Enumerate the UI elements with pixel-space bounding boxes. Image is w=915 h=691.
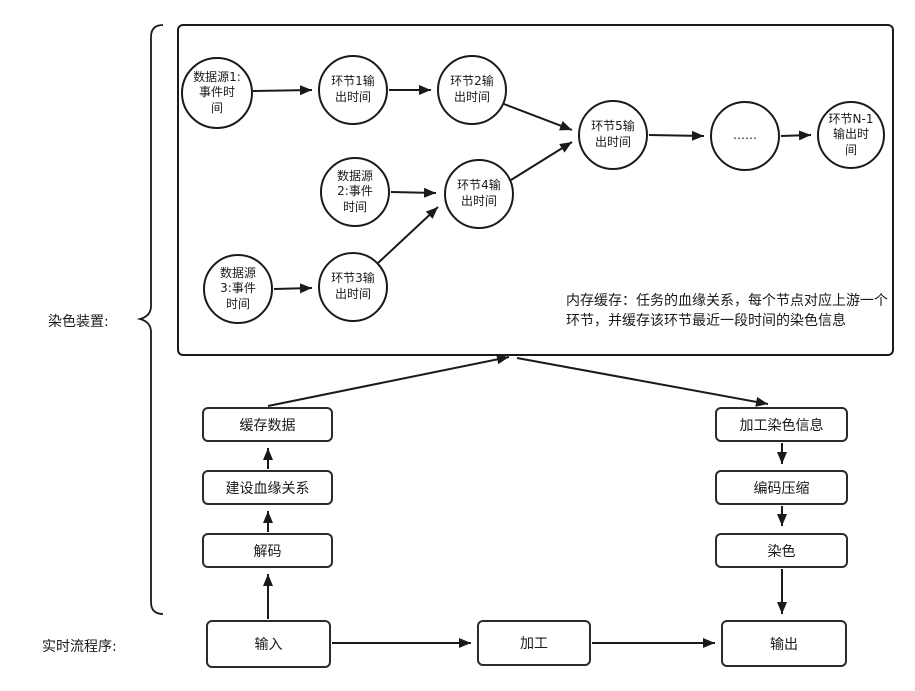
box-decode: 解码 [202,533,333,568]
arrow-link5-to-dots [648,130,705,141]
node-link3-label: 环节3输 出时间 [331,271,375,301]
node-link2-label: 环节2输 出时间 [450,74,494,104]
box-process-dye-info: 加工染色信息 [715,407,848,442]
arrow-link3-to-link4 [377,206,439,264]
node-linkN-label: 环节N-1 输出时 间 [828,111,874,157]
arrow-link4-to-link5 [510,141,573,181]
arrow-src1-to-link1 [252,85,313,96]
box-input: 输入 [206,620,331,668]
node-ellipsis-label: …… [733,128,757,143]
arrow-dots-to-linkN [780,130,812,141]
box-output-label: 输出 [770,636,798,653]
node-link1-label: 环节1输 出时间 [331,74,375,104]
box-encode-compress-label: 编码压缩 [753,480,810,497]
node-datasource2-label: 数据源 2:事件 时间 [336,168,373,214]
box-dye-label: 染色 [767,543,796,560]
node-link5: 环节5输 出时间 [578,100,648,170]
node-link2: 环节2输 出时间 [437,55,507,125]
node-link4-label: 环节4输 出时间 [457,178,501,208]
node-link5-label: 环节5输 出时间 [591,119,635,149]
box-output: 输出 [721,620,847,667]
box-decode-label: 解码 [253,543,282,560]
node-datasource2: 数据源 2:事件 时间 [320,157,390,227]
arrow-cache-data-to-memory-box [267,354,510,407]
label-dye-device: 染色装置: [48,314,109,330]
box-dye: 染色 [715,533,848,568]
box-cache-data-label: 缓存数据 [239,417,296,434]
box-process-label: 加工 [520,636,548,652]
box-encode-compress: 编码压缩 [715,470,848,505]
box-build-lineage: 建设血缘关系 [202,470,333,505]
node-ellipsis: …… [710,101,780,171]
box-build-lineage-label: 建设血缘关系 [225,480,310,497]
node-datasource3-label: 数据源 3:事件 时间 [219,265,256,311]
node-datasource3: 数据源 3:事件 时间 [203,254,273,324]
dye-device-brace [136,24,164,615]
node-datasource1: 数据源1: 事件时 间 [181,57,253,129]
node-linkN: 环节N-1 输出时 间 [817,101,885,169]
arrow-memory-box-to-process-dye-info [516,357,769,407]
box-input-label: 输入 [254,637,283,653]
node-link3: 环节3输 出时间 [318,252,388,322]
box-cache-data: 缓存数据 [202,407,333,442]
memory-cache-box [177,24,894,356]
box-process: 加工 [477,620,591,666]
arrow-src2-to-link4 [390,187,437,198]
memory-cache-note: 内存缓存：任务的血缘关系，每个节点对应上游一个环节，并缓存该环节最近一段时间的染… [566,293,888,330]
box-process-dye-info-label: 加工染色信息 [739,417,824,434]
arrow-src3-to-link3 [273,283,313,294]
node-link4: 环节4输 出时间 [444,159,514,229]
node-link1: 环节1输 出时间 [318,55,388,125]
label-realtime-program: 实时流程序: [42,639,117,655]
arrow-link2-to-link5 [503,103,573,131]
node-datasource1-label: 数据源1: 事件时 间 [193,69,241,115]
